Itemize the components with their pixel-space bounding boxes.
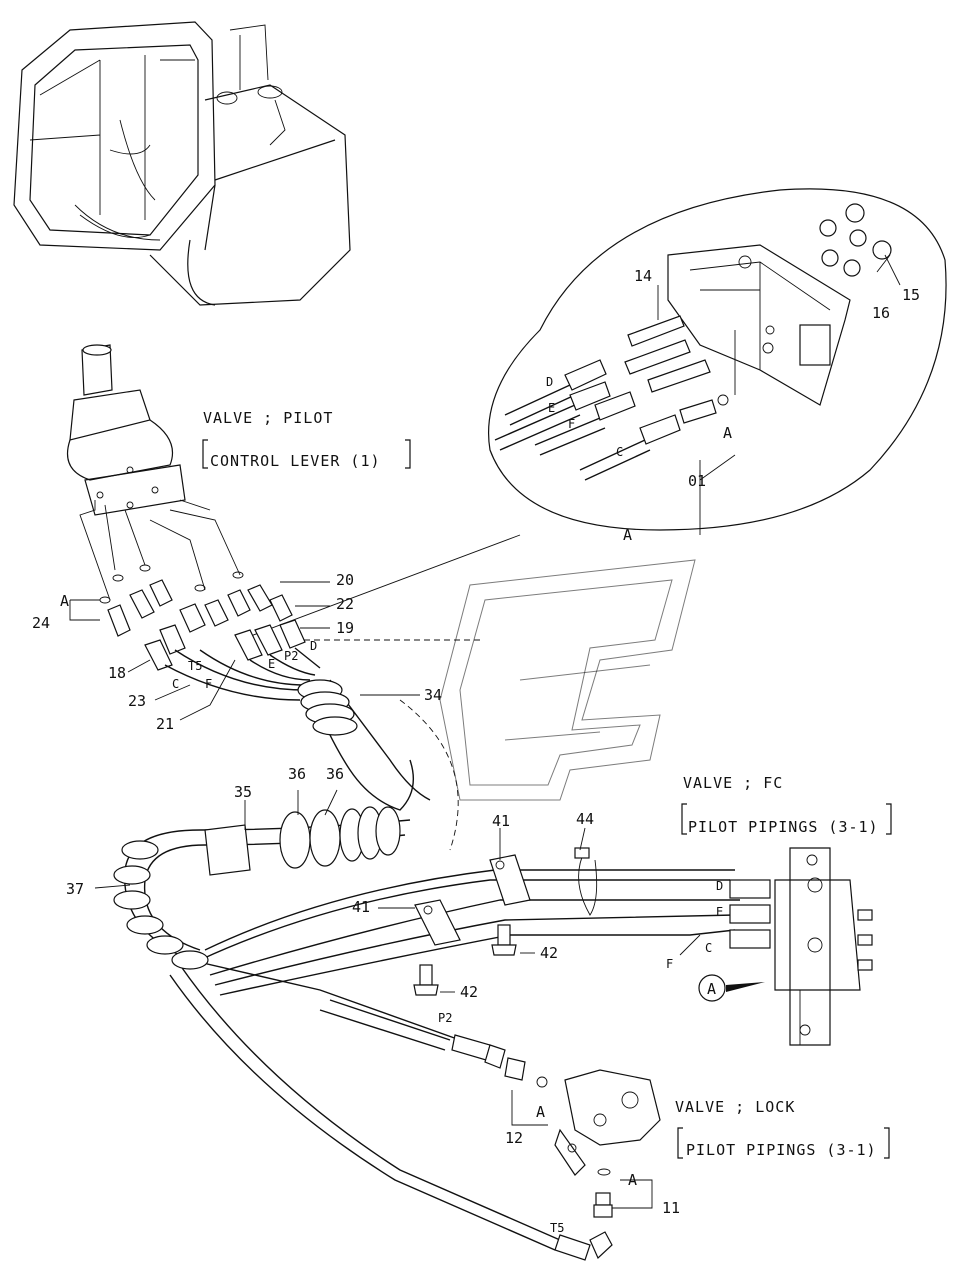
fc-valve-ref: PILOT PIPINGS (3-1): [688, 818, 879, 836]
fc-valve-title: VALVE ; FC PILOT PIPINGS (3-1): [681, 774, 892, 836]
part-15: 15: [902, 286, 920, 304]
fc-valve-block: [729, 847, 873, 1046]
part-12: 12: [505, 1129, 523, 1147]
part-41-a: 41: [352, 898, 370, 916]
clamp-41-b: [489, 854, 531, 906]
fc-valve-name: VALVE ; FC: [683, 774, 783, 792]
t5-elbow: [554, 1231, 613, 1261]
port-f-fc: F: [666, 957, 673, 971]
port-c-lever: C: [172, 677, 179, 691]
part-11: 11: [662, 1199, 680, 1217]
part-22: 22: [336, 595, 354, 613]
excavator-overview: [13, 21, 351, 306]
pilot-valve-ref: CONTROL LEVER (1): [210, 452, 381, 470]
port-a-detail: A: [723, 424, 732, 442]
band-44-head: [574, 847, 590, 859]
port-a-11: A: [628, 1171, 637, 1189]
port-d-fc: D: [716, 879, 723, 893]
detail-callout: [488, 188, 947, 531]
part-24: 24: [32, 614, 50, 632]
port-d-lever: D: [310, 639, 317, 653]
part-42-a: 42: [540, 944, 558, 962]
adapter-11: [593, 1192, 613, 1218]
port-a-callout: A: [623, 526, 632, 544]
part-42-b: 42: [460, 983, 478, 1001]
port-f-lever: F: [205, 677, 212, 691]
port-c-detail: C: [616, 445, 623, 459]
part-19: 19: [336, 619, 354, 637]
watermark-logo: [439, 559, 696, 801]
part-35: 35: [234, 783, 252, 801]
port-a-24: A: [60, 592, 69, 610]
view-a-marker: [698, 974, 765, 1002]
port-labels: A C F T5 E P2 D D E F C A A D E C F A P2…: [60, 375, 732, 1235]
lock-valve: [554, 1069, 661, 1176]
bolt-42-a: [491, 924, 517, 956]
part-labels: 01 11 12 14 15 16 18 19 20 21 22 23 24 3…: [32, 267, 920, 1217]
port-a-lock: A: [536, 1103, 545, 1121]
adapter-14: [624, 315, 711, 393]
lock-valve-title: VALVE ; LOCK PILOT PIPINGS (3-1): [675, 1098, 890, 1159]
part-41-b: 41: [492, 812, 510, 830]
port-e-lever: E: [268, 657, 275, 671]
part-20: 20: [336, 571, 354, 589]
part-36-a: 36: [288, 765, 306, 783]
lock-valve-ref: PILOT PIPINGS (3-1): [686, 1141, 877, 1159]
bolt-42-b: [413, 964, 439, 996]
port-c-fc: C: [705, 941, 712, 955]
port-a-marker: A: [707, 980, 716, 998]
port-e-detail: E: [548, 401, 555, 415]
part-37: 37: [66, 880, 84, 898]
port-p2-lower: P2: [438, 1011, 452, 1025]
clamp-41-a: [414, 899, 461, 946]
part-44: 44: [576, 810, 594, 828]
part-36-b: 36: [326, 765, 344, 783]
port-d-detail: D: [546, 375, 553, 389]
pilot-valve-title: VALVE ; PILOT CONTROL LEVER (1): [202, 409, 411, 470]
control-lever: [66, 344, 186, 516]
hose-bundle-lower: [123, 819, 740, 1251]
protector-34: [297, 679, 358, 736]
part-21: 21: [156, 715, 174, 733]
p2-connector: [451, 1034, 548, 1088]
port-t5-lower: T5: [550, 1221, 564, 1235]
part-34: 34: [424, 686, 442, 704]
lock-valve-name: VALVE ; LOCK: [675, 1098, 795, 1116]
band-44: [578, 849, 598, 916]
port-e-fc: E: [716, 905, 723, 919]
spiral-guard-37: [113, 840, 209, 970]
pilot-valve-name: VALVE ; PILOT: [203, 409, 333, 427]
pilot-lines: [79, 499, 241, 601]
port-f-detail: F: [568, 417, 575, 431]
port-t5-lever: T5: [188, 659, 202, 673]
lever-fittings: [99, 564, 306, 671]
part-18: 18: [108, 664, 126, 682]
protector-35: [204, 806, 401, 876]
leader-lines: [69, 254, 901, 1209]
part-16: 16: [872, 304, 890, 322]
port-p2-lever: P2: [284, 649, 298, 663]
part-23: 23: [128, 692, 146, 710]
part-01: 01: [688, 472, 706, 490]
part-14: 14: [634, 267, 652, 285]
